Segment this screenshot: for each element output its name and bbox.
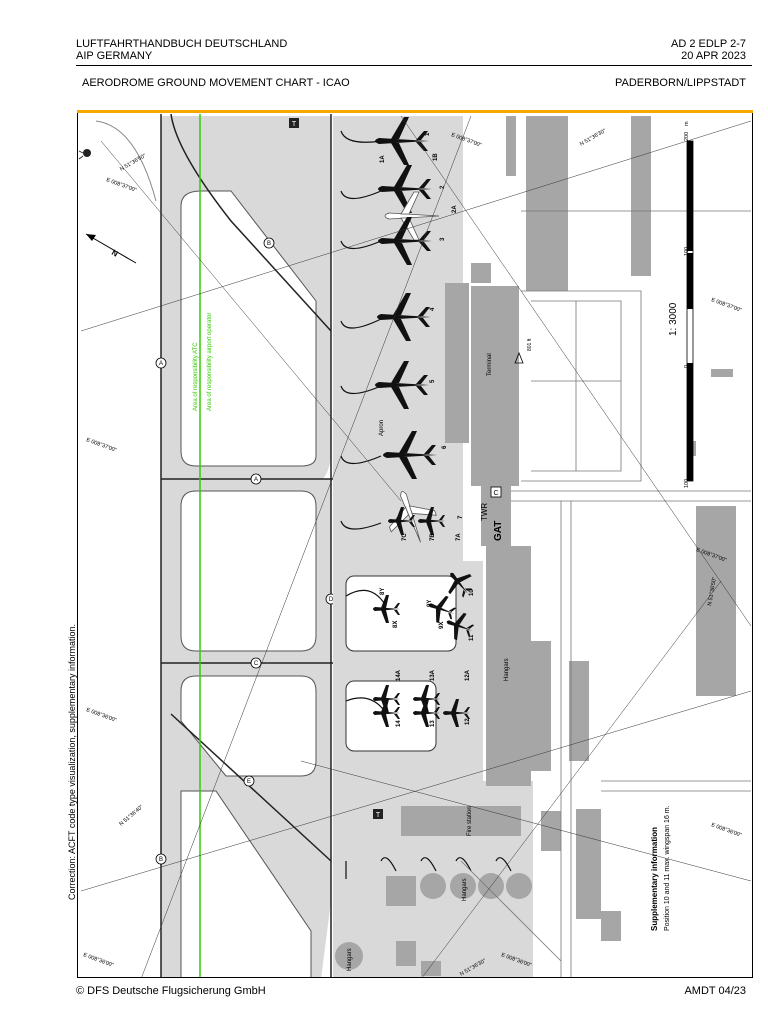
stand-1b: 1B (433, 153, 439, 161)
svg-text:T: T (376, 812, 381, 819)
aerodrome-name: PADERBORN/LIPPSTADT (614, 77, 746, 89)
taxiway-label-a: A (254, 477, 258, 483)
tower-label: TWR (480, 503, 489, 521)
coord-lat-4: N 51°36'30" (579, 128, 607, 148)
stand-1a: 1A (380, 155, 386, 163)
footer-amendment: AMDT 04/23 (684, 985, 746, 997)
terminal-label: Terminal (487, 353, 493, 376)
stand-10: 10 (469, 589, 475, 596)
publication-subtitle: AIP GERMANY (76, 50, 153, 62)
scale-tick-100: 100 (684, 247, 690, 256)
stand-7b: 7B (430, 533, 436, 541)
fire-station-building (401, 806, 521, 836)
stand-8y: 8Y (380, 588, 386, 595)
taxiway-label-side-a: A (159, 361, 163, 367)
taxiway-label-side-b: B (159, 857, 163, 863)
fire-station-label: Fire station (467, 806, 473, 836)
taxiway-label-b: B (267, 241, 271, 247)
chart-title: AERODROME GROUND MOVEMENT CHART - ICAO (82, 77, 350, 89)
north-arrow-icon: N (85, 233, 137, 264)
stand-2: 2 (440, 185, 446, 189)
taxiway-label-d: D (329, 597, 334, 603)
taxiway-centreline-diag (170, 113, 332, 332)
stand-7a: 7A (456, 533, 462, 541)
stand-7: 7 (458, 515, 464, 519)
responsibility-atc-label: Area of responsibility ATC (193, 342, 199, 411)
hangar-dome-1 (420, 873, 446, 899)
grass-island-west (79, 124, 151, 977)
grass-island-1 (180, 190, 317, 467)
stand-14: 14 (396, 720, 402, 727)
terminal-building (471, 286, 519, 486)
stand-5: 5 (430, 379, 436, 383)
header-left: LUFTFAHRTHANDBUCH DEUTSCHLAND AIP GERMAN… (76, 38, 287, 62)
header-rule (76, 65, 752, 66)
terminal-pier (445, 283, 469, 443)
ground-movement-map: Area of responsibility ATC Area of respo… (78, 113, 752, 977)
grass-island-4 (180, 790, 312, 977)
supplementary-title: Supplementary information (650, 827, 659, 931)
stand-6: 6 (442, 445, 448, 449)
box-c-label: C (493, 490, 498, 497)
frame-accent (77, 110, 753, 113)
stand-3: 3 (440, 237, 446, 241)
hangars-mid-label: Hangars (504, 658, 510, 681)
gat-label: GAT (493, 521, 504, 541)
header-right: AD 2 EDLP 2-7 20 APR 2023 (671, 38, 746, 62)
stand-8x: 8X (393, 621, 399, 628)
svg-text:T: T (292, 121, 297, 128)
supplementary-text: Position 10 and 11 max. wingspan 16 m. (664, 805, 671, 931)
publication-title: LUFTFAHRTHANDBUCH DEUTSCHLAND (76, 38, 288, 50)
hangars-low-label: Hangars (462, 878, 468, 901)
correction-note: Correction: ACFT code type visualization… (67, 624, 77, 900)
taxiway-label-e: E (247, 779, 251, 785)
stand-13a: 13A (430, 669, 436, 681)
stand-2a: 2A (452, 205, 458, 213)
hangar-dome-corner (335, 942, 363, 970)
scale-tick-0: 0 (684, 365, 690, 368)
stand-7c: 7C (402, 533, 408, 541)
taxiway-label-c: C (254, 661, 259, 667)
scale-bar: 200 m 100 0 100 1: 3000 (668, 121, 694, 488)
scale-ratio: 1: 3000 (668, 302, 679, 336)
coord-lon-8: E 008°37'00" (710, 297, 742, 314)
footer-copyright: © DFS Deutsche Flugsicherung GmbH (76, 985, 266, 997)
taxiway-centreline-diag-2 (170, 713, 332, 862)
scale-tick-200: 200 (684, 132, 690, 141)
scale-unit: m (684, 121, 690, 126)
stand-12a: 12A (465, 669, 471, 681)
hangar-dome-2 (450, 873, 476, 899)
grass-island-3 (180, 675, 317, 777)
hangars-corner-label: Hangars (347, 948, 353, 971)
effective-date: 20 APR 2023 (681, 50, 746, 62)
stand-9y: 9Y (427, 600, 433, 607)
scale-tick-100b: 100 (684, 479, 690, 488)
stand-1: 1 (425, 132, 431, 136)
responsibility-airport-label: Area of responsibility airport operator (207, 313, 213, 411)
north-label: N (110, 248, 120, 259)
hangar-dome-4 (506, 873, 532, 899)
coord-lon-7: E 008°36'00" (710, 822, 742, 839)
hangars-mid (486, 546, 531, 786)
page-reference: AD 2 EDLP 2-7 (670, 38, 746, 50)
grass-island-2 (180, 490, 317, 652)
elevation-label: 801 ft (527, 338, 533, 351)
stand-13: 13 (430, 720, 436, 727)
apron-label: Apron (379, 420, 385, 436)
hangar-north (526, 116, 568, 291)
stand-12: 12 (465, 718, 471, 725)
stand-11: 11 (469, 634, 475, 641)
coord-lat-5: N 51°36'50" (707, 577, 718, 607)
stand-4: 4 (430, 307, 436, 311)
stand-14a: 14A (396, 669, 402, 681)
stand-9x: 9X (439, 622, 445, 629)
chart-frame: Area of responsibility ATC Area of respo… (77, 110, 753, 978)
